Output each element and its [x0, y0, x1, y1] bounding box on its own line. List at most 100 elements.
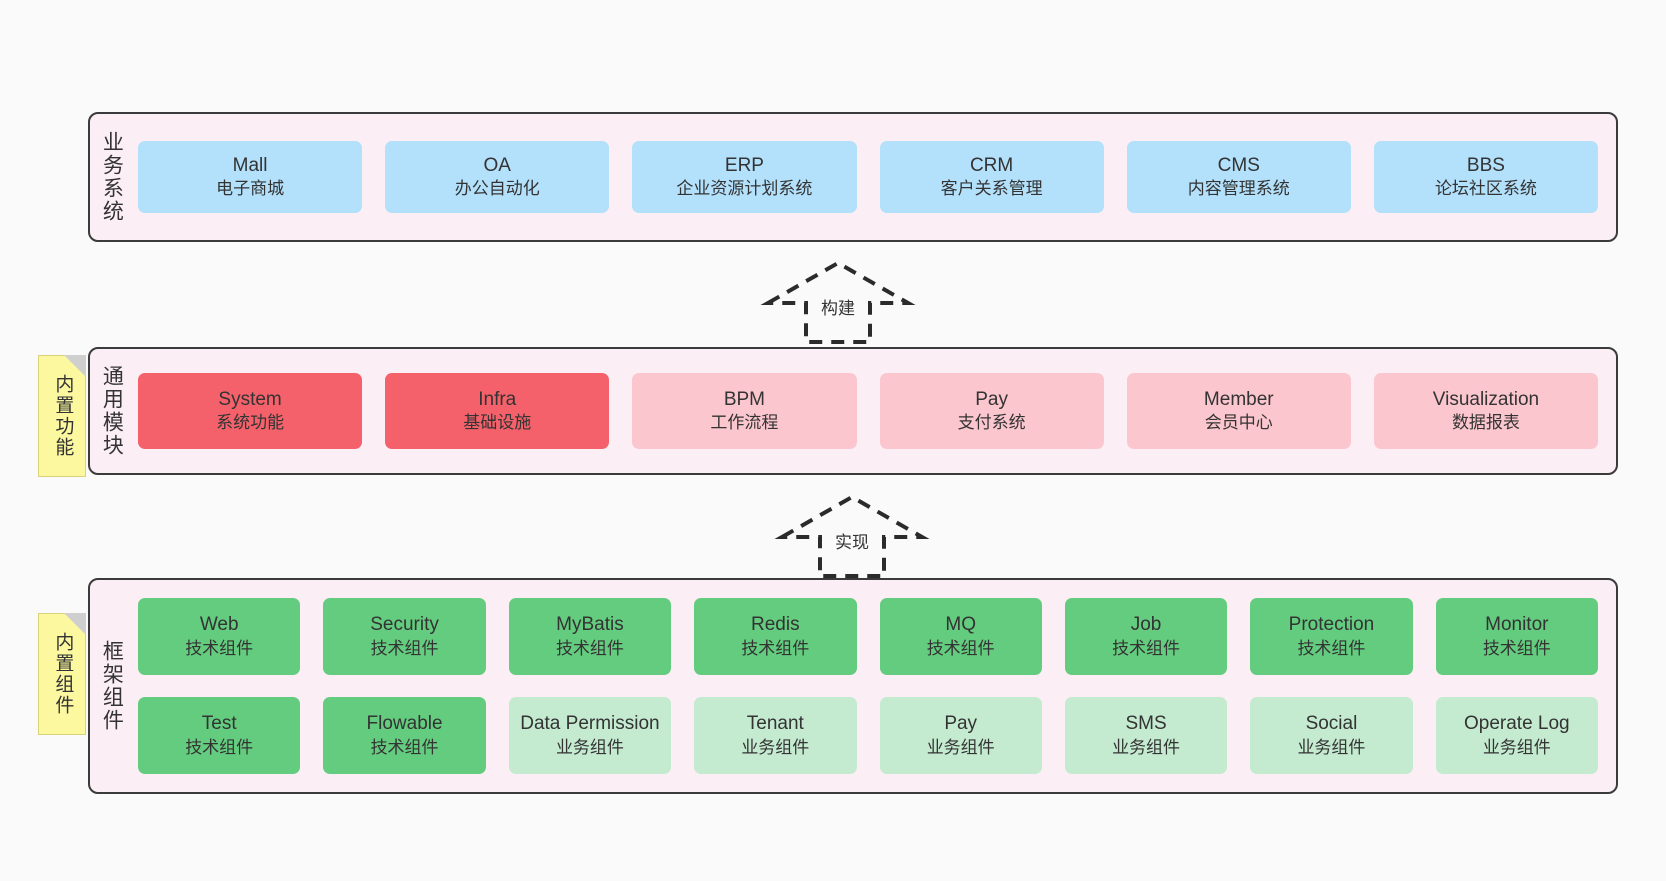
component-card-title: Infra [478, 388, 517, 410]
component-card[interactable]: Infra 基础设施 [385, 373, 610, 449]
sticky-note-builtin-function: 内置功能 [38, 355, 86, 477]
component-card-subtitle: 技术组件 [1112, 638, 1181, 658]
component-card-subtitle: 业务组件 [926, 737, 995, 757]
component-card-title: Pay [975, 388, 1008, 410]
section-framework-components-label: 框架组件 [100, 640, 124, 732]
component-card-title: Job [1130, 614, 1162, 636]
component-card[interactable]: OA 办公自动化 [385, 141, 610, 213]
component-card-title: Data Permission [520, 713, 660, 735]
dashed-hollow-up-arrow-icon [774, 494, 930, 578]
component-card-subtitle: 技术组件 [555, 638, 624, 658]
component-card-title: System [218, 388, 282, 410]
component-card-title: Tenant [746, 713, 804, 735]
component-card-title: CRM [969, 154, 1014, 176]
component-card-subtitle: 业务组件 [1112, 737, 1181, 757]
component-card-subtitle: 业务组件 [1482, 737, 1551, 757]
component-card-title: Mall [232, 154, 268, 176]
component-card-title: Security [370, 614, 439, 636]
component-card[interactable]: BPM 工作流程 [632, 373, 857, 449]
arrow-build: 构建 [758, 258, 918, 346]
component-card-subtitle: 业务组件 [1297, 737, 1366, 757]
component-card[interactable]: Mall 电子商城 [138, 141, 363, 213]
component-card[interactable]: Member 会员中心 [1126, 373, 1351, 449]
component-card-title: OA [483, 154, 511, 176]
component-card-subtitle: 电子商城 [216, 179, 285, 199]
component-card-subtitle: 内容管理系统 [1187, 179, 1290, 199]
section-business-systems-label: 业务系统 [100, 131, 124, 223]
component-card-subtitle: 办公自动化 [454, 179, 540, 199]
component-card-title: MyBatis [556, 614, 624, 636]
sticky-note-builtin-component: 内置组件 [38, 613, 86, 735]
component-card-title: Test [201, 713, 237, 735]
component-card-subtitle: 业务组件 [741, 737, 810, 757]
component-card-title: ERP [724, 154, 764, 176]
component-card-subtitle: 技术组件 [185, 638, 254, 658]
component-card-title: Monitor [1485, 614, 1549, 636]
component-card[interactable]: ERP 企业资源计划系统 [632, 141, 857, 213]
arrow-implement-label: 实现 [835, 533, 869, 552]
component-card[interactable]: Visualization 数据报表 [1373, 373, 1599, 449]
component-card-subtitle: 数据报表 [1451, 413, 1520, 433]
component-card-title: Pay [944, 713, 978, 735]
arrow-implement: 实现 [772, 492, 932, 580]
component-card-title: Member [1203, 388, 1274, 410]
component-card-subtitle: 技术组件 [185, 737, 254, 757]
component-card-title: Web [199, 614, 239, 636]
component-card-subtitle: 工作流程 [710, 413, 779, 433]
component-card-subtitle: 技术组件 [1297, 638, 1366, 658]
component-card-title: Protection [1288, 614, 1375, 636]
component-card-subtitle: 技术组件 [1482, 638, 1551, 658]
component-card-subtitle: 论坛社区系统 [1434, 179, 1537, 199]
arrow-build-label: 构建 [821, 299, 855, 318]
component-card-subtitle: 技术组件 [370, 638, 439, 658]
component-card-title: Operate Log [1463, 713, 1570, 735]
component-card[interactable]: CMS 内容管理系统 [1126, 141, 1351, 213]
component-card-title: Flowable [366, 713, 443, 735]
component-card-title: MQ [945, 614, 976, 636]
component-card-subtitle: 基础设施 [463, 413, 532, 433]
component-card-title: SMS [1125, 713, 1167, 735]
component-card[interactable]: BBS 论坛社区系统 [1373, 141, 1599, 213]
component-card-title: BBS [1466, 154, 1505, 176]
component-card-subtitle: 会员中心 [1204, 413, 1273, 433]
component-card-title: Visualization [1432, 388, 1540, 410]
section-common-modules-label: 通用模块 [100, 365, 124, 457]
component-card-title: Social [1305, 713, 1358, 735]
component-card-title: BPM [723, 388, 766, 410]
component-card-subtitle: 技术组件 [926, 638, 995, 658]
component-card-title: CMS [1217, 154, 1260, 176]
component-card-subtitle: 技术组件 [370, 737, 439, 757]
component-card-subtitle: 企业资源计划系统 [676, 179, 813, 199]
component-card-title: Redis [751, 614, 800, 636]
dashed-hollow-up-arrow-icon [760, 260, 916, 344]
